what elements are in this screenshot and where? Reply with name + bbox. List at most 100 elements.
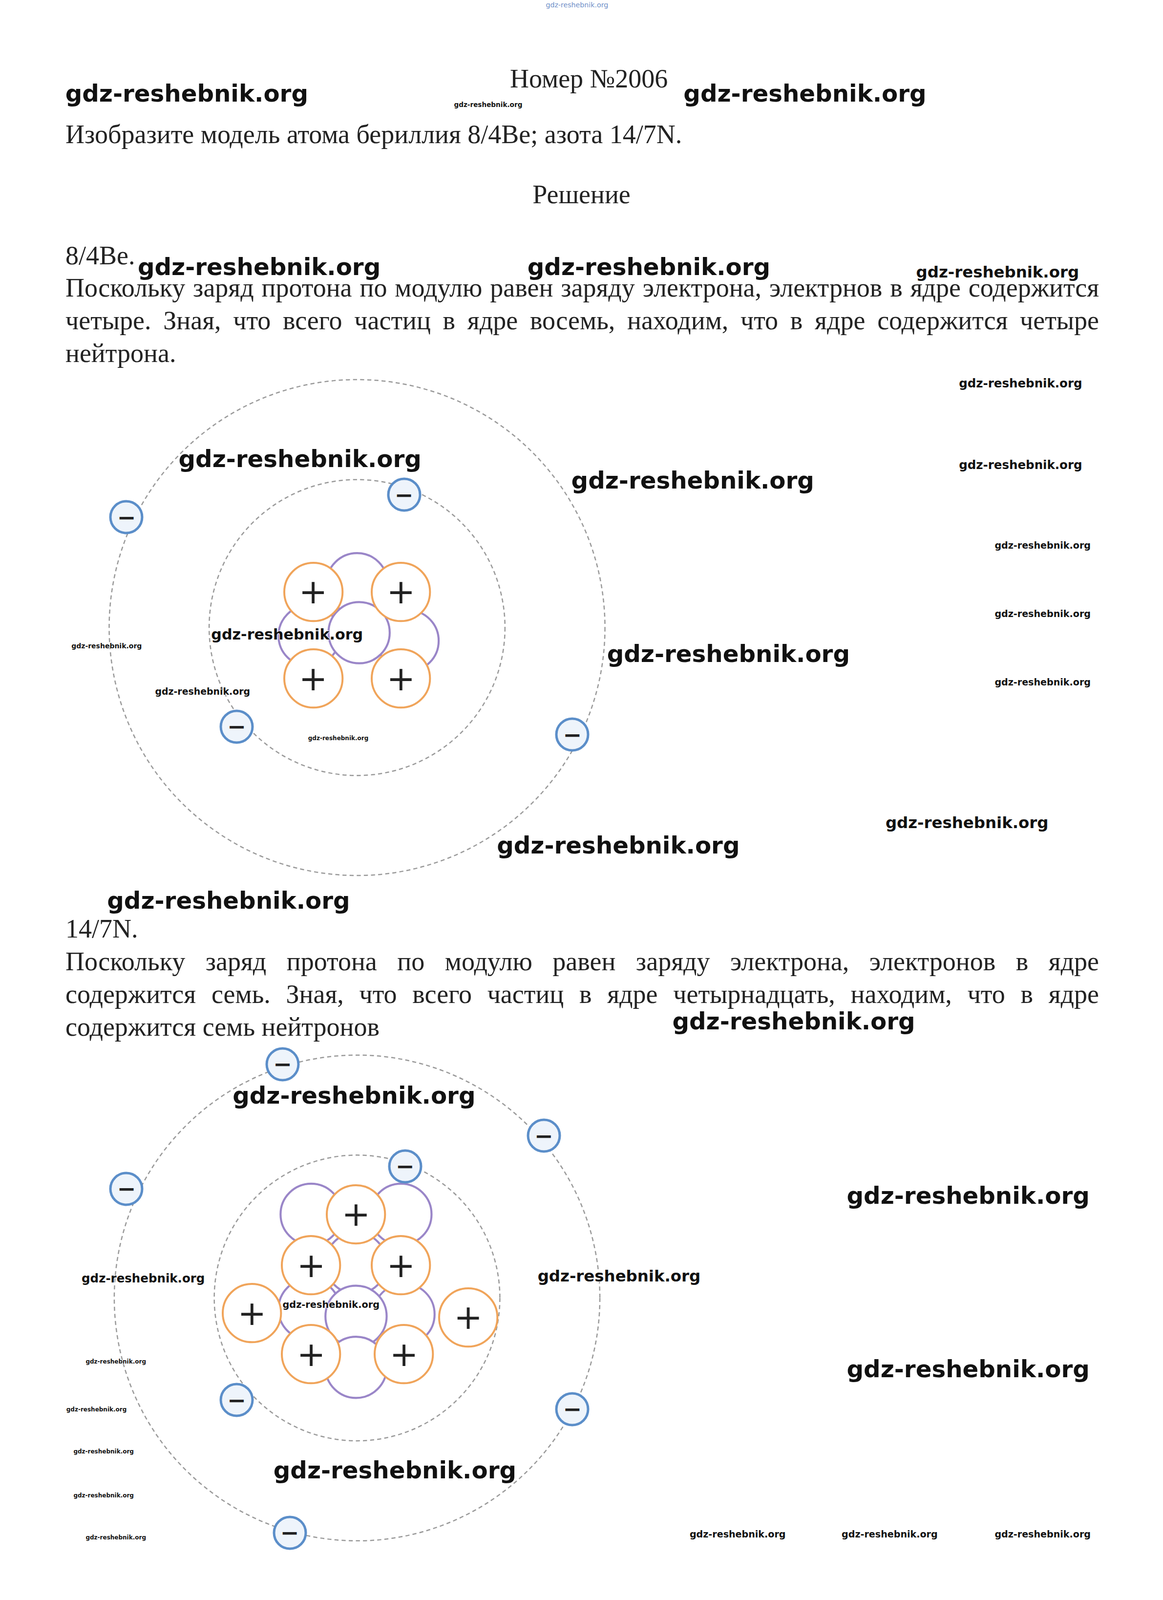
electron-outline bbox=[110, 501, 143, 533]
outer-orbit bbox=[114, 1055, 600, 1541]
charge-sign: + bbox=[296, 1336, 326, 1372]
electron: − bbox=[265, 1046, 300, 1082]
watermark: gdz-reshebnik.org bbox=[106, 887, 350, 915]
watermark: gdz-reshebnik.org bbox=[66, 1406, 127, 1414]
watermark: gdz-reshebnik.org bbox=[994, 1528, 1091, 1540]
charge-sign: − bbox=[394, 483, 414, 507]
electron: − bbox=[554, 1391, 590, 1427]
inner-orbit bbox=[209, 479, 506, 776]
charge-sign: + bbox=[386, 1247, 416, 1283]
solution-text: Поскольку заряд протона по модулю равен … bbox=[65, 271, 1100, 370]
electron-outline bbox=[389, 1150, 422, 1183]
watermark: gdz-reshebnik.org bbox=[994, 676, 1091, 688]
watermark: gdz-reshebnik.org bbox=[994, 540, 1091, 551]
watermark: gdz-reshebnik.org bbox=[71, 641, 142, 650]
proton: + bbox=[280, 1234, 342, 1296]
watermark: gdz-reshebnik.org bbox=[137, 253, 381, 281]
charge-sign: − bbox=[227, 715, 247, 738]
charge-sign: − bbox=[117, 506, 137, 529]
watermark: gdz-reshebnik.org bbox=[453, 101, 523, 109]
electron-outline bbox=[220, 1383, 253, 1416]
electron: − bbox=[387, 1148, 423, 1184]
charge-sign: + bbox=[237, 1295, 267, 1331]
electron: − bbox=[554, 717, 590, 752]
watermark: gdz-reshebnik.org bbox=[846, 1355, 1090, 1383]
isotope-label: 14/7N. bbox=[65, 912, 359, 946]
page-title: Номер №2006 bbox=[509, 62, 668, 96]
electron-outline bbox=[266, 1048, 299, 1080]
charge-sign: + bbox=[453, 1299, 483, 1334]
charge-sign: − bbox=[273, 1052, 293, 1076]
electron: − bbox=[526, 1118, 562, 1153]
electron-outline bbox=[274, 1516, 306, 1549]
charge-sign: − bbox=[117, 1177, 137, 1200]
proton-outline bbox=[371, 649, 430, 708]
watermark: gdz-reshebnik.org bbox=[282, 1299, 381, 1311]
watermark: gdz-reshebnik.org bbox=[81, 1271, 205, 1286]
proton: + bbox=[280, 1323, 342, 1385]
watermark: gdz-reshebnik.org bbox=[689, 1528, 786, 1540]
proton-outline bbox=[439, 1288, 498, 1347]
electron-outline bbox=[556, 718, 589, 751]
watermark: gdz-reshebnik.org bbox=[308, 735, 369, 742]
watermark: gdz-reshebnik.org bbox=[683, 80, 927, 108]
section-heading: Решение bbox=[0, 178, 1163, 212]
watermark: gdz-reshebnik.org bbox=[496, 832, 740, 860]
watermark: gdz-reshebnik.org bbox=[232, 1081, 476, 1110]
proton-outline bbox=[326, 1184, 385, 1244]
charge-sign: − bbox=[227, 1388, 247, 1412]
watermark: gdz-reshebnik.org bbox=[73, 1492, 134, 1500]
electron: − bbox=[272, 1515, 308, 1550]
proton-outline bbox=[371, 562, 430, 621]
electron: − bbox=[108, 499, 144, 535]
watermark: gdz-reshebnik.org bbox=[527, 253, 771, 281]
proton: + bbox=[325, 1183, 387, 1245]
proton: + bbox=[370, 647, 432, 709]
charge-sign: + bbox=[296, 1247, 326, 1283]
watermark: gdz-reshebnik.org bbox=[841, 1528, 938, 1540]
electron: − bbox=[386, 477, 422, 512]
watermark: gdz-reshebnik.org bbox=[958, 376, 1082, 391]
charge-sign: − bbox=[395, 1154, 415, 1178]
electron-outline bbox=[528, 1119, 560, 1152]
watermark: gdz-reshebnik.org bbox=[916, 263, 1080, 282]
proton: + bbox=[282, 647, 344, 709]
watermark: gdz-reshebnik.org bbox=[994, 608, 1091, 620]
watermark: gdz-reshebnik.org bbox=[958, 458, 1082, 472]
proton: + bbox=[370, 1234, 432, 1296]
watermark: gdz-reshebnik.org bbox=[85, 1534, 147, 1542]
solution-text: Поскольку заряд протона по модулю равен … bbox=[65, 945, 1100, 1044]
proton-outline bbox=[281, 1324, 340, 1383]
watermark: gdz-reshebnik.org bbox=[571, 466, 815, 495]
electron-outline bbox=[556, 1393, 589, 1425]
proton: + bbox=[282, 561, 344, 623]
proton-outline bbox=[222, 1283, 281, 1342]
charge-sign: − bbox=[534, 1124, 554, 1147]
electron: − bbox=[108, 1171, 144, 1206]
electron-outline bbox=[388, 478, 421, 511]
charge-sign: + bbox=[386, 661, 416, 696]
proton: + bbox=[221, 1282, 283, 1344]
proton-outline bbox=[284, 562, 343, 621]
charge-sign: + bbox=[298, 574, 328, 609]
charge-sign: − bbox=[562, 723, 582, 746]
watermark: gdz-reshebnik.org bbox=[846, 1182, 1090, 1210]
inner-orbit bbox=[214, 1154, 501, 1441]
charge-sign: + bbox=[389, 1336, 419, 1372]
watermark: gdz-reshebnik.org bbox=[607, 640, 850, 668]
task-text: Изобразите модель атома бериллия 8/4Be; … bbox=[65, 118, 1116, 151]
proton-outline bbox=[374, 1324, 433, 1383]
watermark: gdz-reshebnik.org bbox=[273, 1456, 517, 1484]
watermark: gdz-reshebnik.org bbox=[73, 1448, 134, 1456]
proton-outline bbox=[281, 1235, 340, 1294]
proton: + bbox=[373, 1323, 435, 1385]
electron-outline bbox=[110, 1172, 143, 1205]
charge-sign: − bbox=[280, 1521, 300, 1544]
outer-orbit bbox=[108, 379, 605, 876]
watermark: gdz-reshebnik.org bbox=[672, 1007, 915, 1036]
watermark: gdz-reshebnik.org bbox=[85, 1358, 147, 1366]
charge-sign: + bbox=[341, 1196, 371, 1231]
watermark: gdz-reshebnik.org bbox=[65, 80, 309, 108]
proton-outline bbox=[284, 649, 343, 708]
proton: + bbox=[370, 561, 432, 623]
